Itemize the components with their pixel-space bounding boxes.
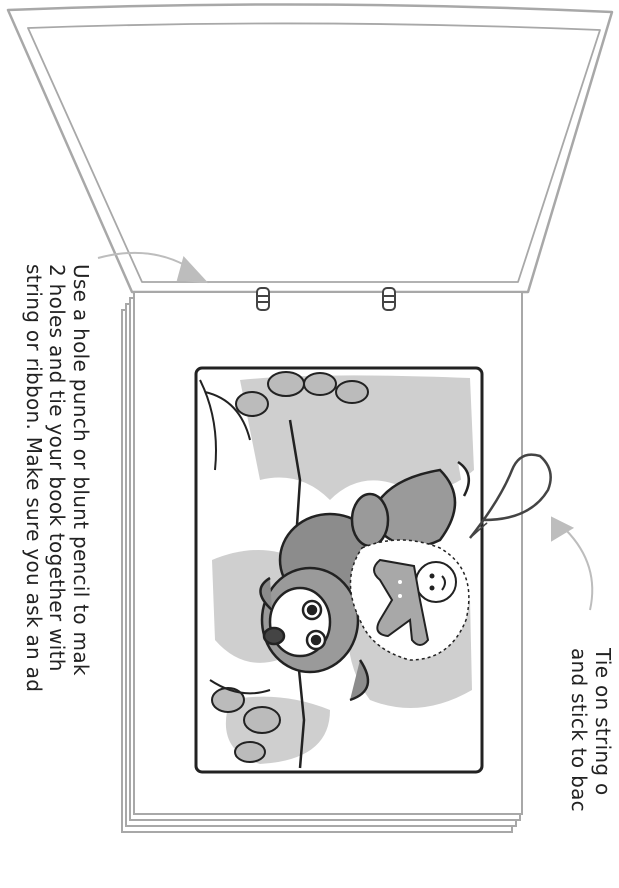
string-instruction-line-2: and stick to bac	[567, 648, 591, 888]
hole-punch-instructions: Use a hole punch or blunt pencil to mak …	[22, 264, 93, 824]
string-instruction-line-1: Tie on string o	[591, 648, 615, 888]
instruction-line-3: string or ribbon. Make sure you ask an a…	[22, 264, 46, 824]
instruction-line-2: 2 holes and tie your book together with	[45, 264, 69, 824]
craft-instructions-page: Use a hole punch or blunt pencil to mak …	[0, 0, 619, 834]
picture-frame	[196, 368, 482, 772]
instruction-line-1: Use a hole punch or blunt pencil to mak	[69, 264, 93, 824]
string-instructions: Tie on string o and stick to bac	[567, 648, 615, 888]
book-cover	[8, 4, 612, 292]
